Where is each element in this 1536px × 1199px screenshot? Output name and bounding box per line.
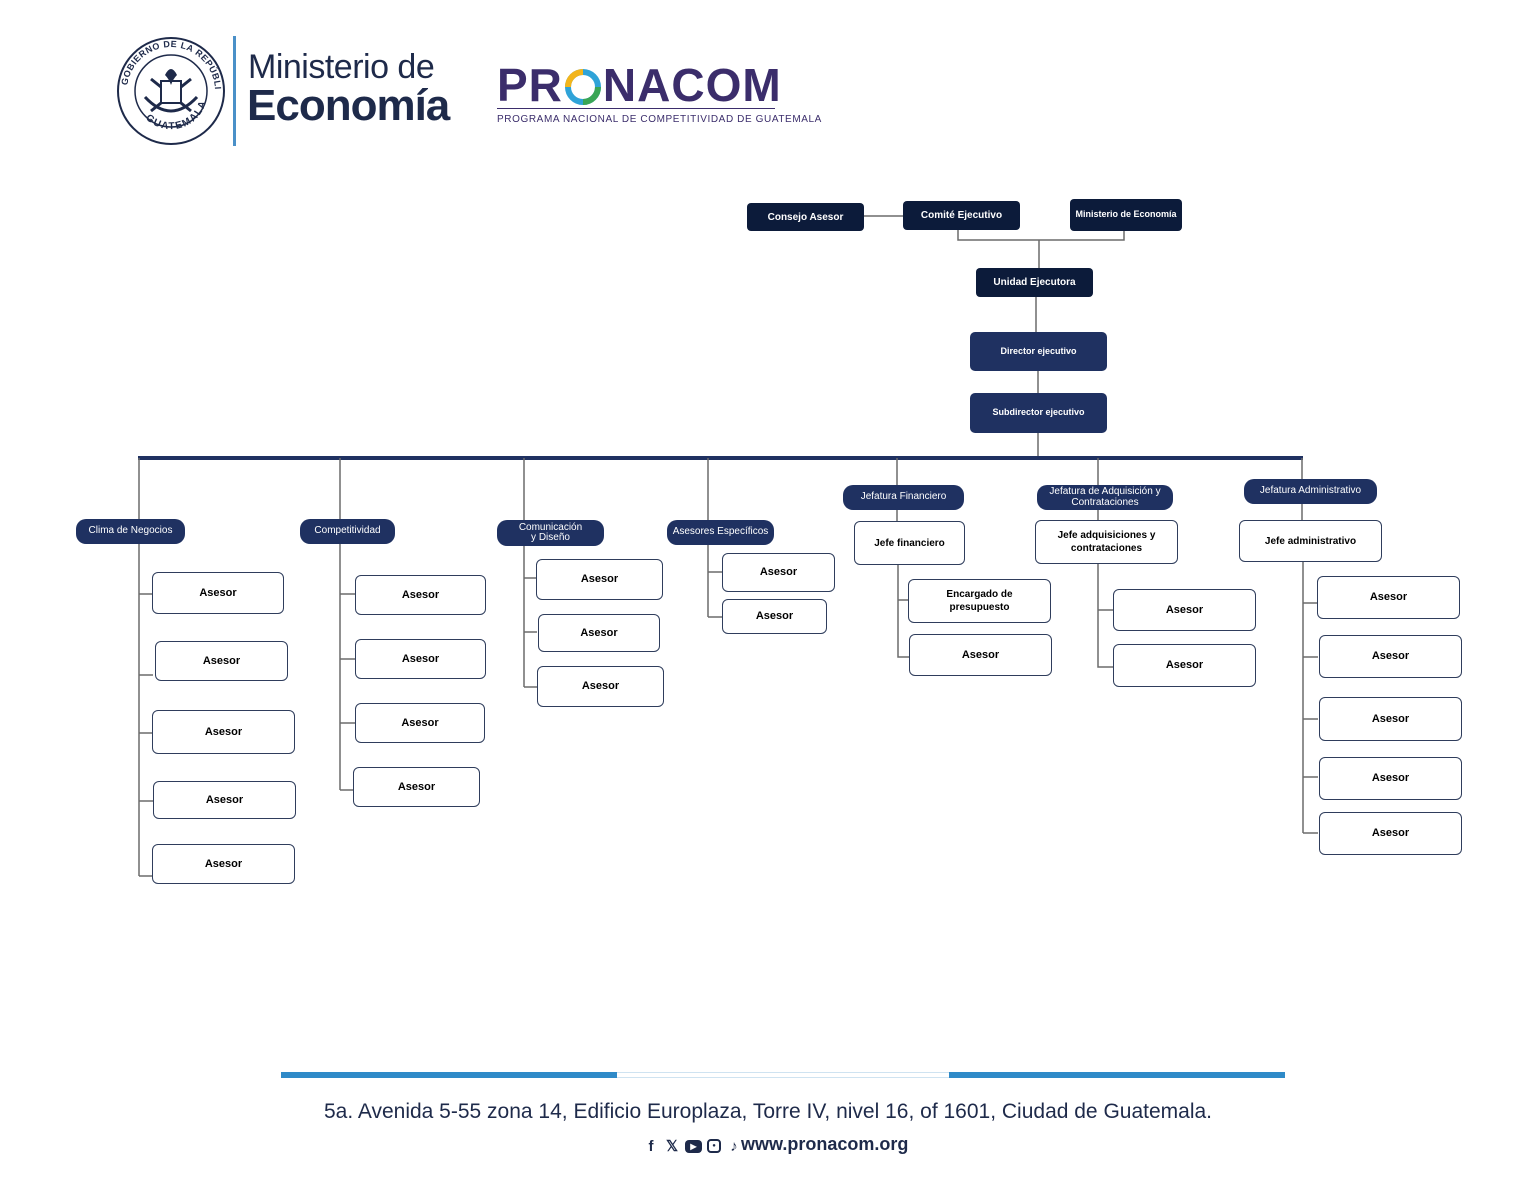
dept-clima-negocios: Clima de Negocios [76,519,185,544]
instagram-icon[interactable]: ● [707,1139,721,1153]
facebook-icon[interactable]: f [648,1137,654,1155]
asesor-box: Asesor [537,666,664,707]
asesor-box: Asesor [722,553,835,592]
asesor-box: Asesor [1319,697,1462,741]
asesor-box: Asesor [722,599,827,634]
x-icon[interactable]: 𝕏 [665,1138,679,1155]
dept-comunicacion-diseno: Comunicación y Diseño [497,520,604,546]
social-icons: f 𝕏 ▶ ● ♪ [643,1136,742,1156]
footer-bar-right [949,1072,1285,1078]
asesor-box: Asesor [909,634,1052,676]
asesor-box: Asesor [1317,576,1460,619]
asesor-box: Asesor [536,559,663,600]
ministerio-economia-box: Ministerio de Economía [1070,199,1182,231]
pronacom-subtitle: PROGRAMA NACIONAL DE COMPETITIVIDAD DE G… [497,114,822,125]
asesor-box: Asesor [152,572,284,614]
dept-jefatura-adquisicion: Jefatura de Adquisición y Contrataciones [1037,485,1173,510]
asesor-box: Asesor [152,844,295,884]
dept-jefatura-administrativo: Jefatura Administrativo [1244,479,1377,504]
unidad-ejecutora-box: Unidad Ejecutora [976,268,1093,297]
ministry-name-line1: Ministerio de [248,48,435,86]
jefe-adquisiciones-box: Jefe adquisiciones y contrataciones [1035,520,1178,564]
logo-divider [233,36,236,146]
connector-line [957,230,1125,241]
subdirector-ejecutivo-box: Subdirector ejecutivo [970,393,1107,433]
asesor-box: Asesor [538,614,660,652]
comite-ejecutivo-box: Comité Ejecutivo [903,201,1020,230]
guatemala-seal-logo: GOBIERNO DE LA REPÚBLICA GUATEMALA [115,35,225,145]
asesor-box: Asesor [155,641,288,681]
footer-website[interactable]: www.pronacom.org [741,1134,909,1154]
jefe-financiero-box: Jefe financiero [854,521,965,565]
asesor-box: Asesor [1319,757,1462,800]
asesor-box: Asesor [1319,635,1462,678]
pronacom-ring-icon [564,69,601,105]
tiktok-icon[interactable]: ♪ [730,1137,738,1155]
asesor-box: Asesor [355,703,485,743]
connector-line [897,565,909,658]
dept-jefatura-financiero: Jefatura Financiero [843,485,964,510]
jefe-administrativo-box: Jefe administrativo [1239,520,1382,562]
asesor-box: Asesor [355,575,486,615]
encargado-presupuesto-box: Encargado de presupuesto [908,579,1051,623]
asesor-box: Asesor [1319,812,1462,855]
consejo-asesor-box: Consejo Asesor [747,203,864,231]
youtube-icon[interactable]: ▶ [685,1139,702,1153]
dept-competitividad: Competitividad [300,519,395,544]
asesor-box: Asesor [152,710,295,754]
dept-asesores-especificos: Asesores Específicos [667,520,774,545]
pronacom-rule [497,108,775,109]
ministry-name-line2: Economía [247,81,450,130]
director-ejecutivo-box: Director ejecutivo [970,332,1107,371]
asesor-box: Asesor [353,767,480,807]
footer-address: 5a. Avenida 5-55 zona 14, Edificio Europ… [323,1100,1213,1123]
connector-line [1097,564,1113,668]
asesor-box: Asesor [153,781,296,819]
footer-bar-left [281,1072,617,1078]
asesor-box: Asesor [355,639,486,679]
pronacom-logo: PR NACOM [497,59,782,111]
asesor-box: Asesor [1113,589,1256,631]
asesor-box: Asesor [1113,644,1256,687]
footer-bar-middle [617,1072,949,1078]
